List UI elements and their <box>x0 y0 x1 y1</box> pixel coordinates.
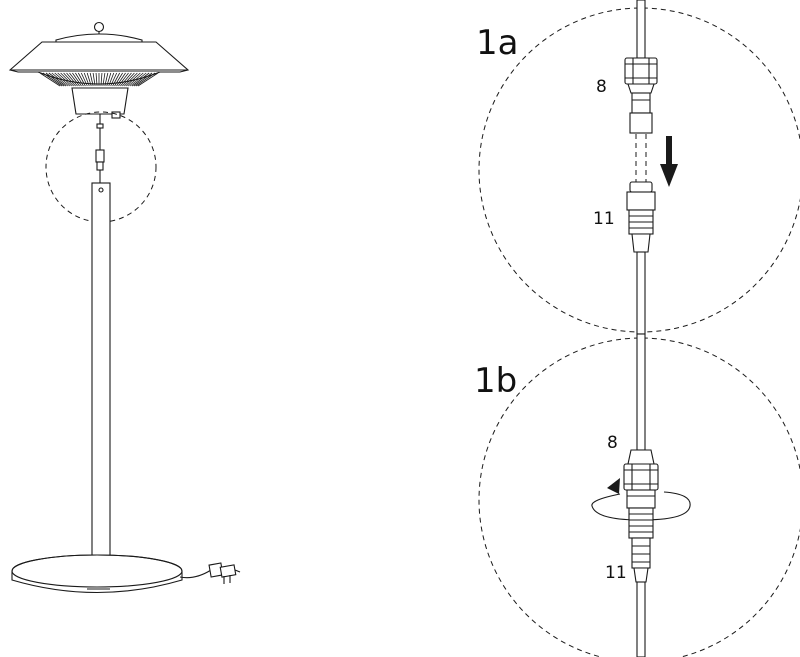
step-1a-detail: 1a 8 <box>476 0 800 335</box>
heater-hood <box>8 41 190 73</box>
grille-line <box>80 72 88 87</box>
grille-line <box>66 72 78 87</box>
power-plug <box>179 562 241 584</box>
grille-line <box>110 72 118 87</box>
grille-line <box>118 72 129 87</box>
heater-grille <box>37 71 161 87</box>
grille-line <box>92 72 96 87</box>
detail-circle <box>45 111 157 223</box>
down-arrow-icon <box>660 136 678 187</box>
part-label-8-b: 8 <box>607 433 618 453</box>
grille-line <box>122 72 135 87</box>
grille-line <box>126 72 141 87</box>
grille-line <box>60 72 74 87</box>
grille-line <box>77 72 86 87</box>
grille-line <box>42 72 63 87</box>
grille-line <box>57 72 72 87</box>
step-1b-label: 1b <box>474 361 517 401</box>
grille-line <box>131 72 150 87</box>
grille-line <box>104 72 109 87</box>
grille-line <box>86 72 92 87</box>
grille-line <box>112 72 121 87</box>
grille-line <box>116 72 126 87</box>
heater-top-knob <box>93 21 105 36</box>
part-label-11-a: 11 <box>593 209 615 229</box>
step-1a-label: 1a <box>476 23 518 63</box>
heater-housing <box>71 87 129 115</box>
grille-line <box>69 72 80 87</box>
heater-base <box>11 554 183 594</box>
grille-line <box>54 72 71 87</box>
patio-heater-illustration <box>8 21 241 594</box>
grille-line <box>72 72 82 87</box>
heater-pole <box>91 182 111 562</box>
grille-line <box>114 72 123 87</box>
grille-line <box>124 72 138 87</box>
grille-line <box>45 72 65 87</box>
grille-line <box>108 72 115 87</box>
grille-line <box>89 72 94 87</box>
grille-line <box>127 72 144 87</box>
grille-line <box>137 72 159 87</box>
connector-8-upper <box>624 57 658 134</box>
grille-line <box>95 72 98 87</box>
grille-line <box>75 72 84 87</box>
grille-line <box>83 72 90 87</box>
part-label-8-a: 8 <box>596 77 607 97</box>
housing-screw <box>111 111 121 119</box>
grille-line <box>102 72 106 87</box>
grille-line <box>51 72 69 87</box>
joined-connector <box>623 449 659 583</box>
grille-line <box>135 72 156 87</box>
grille-line <box>63 72 76 87</box>
grille-line <box>100 72 103 87</box>
grille-line <box>120 72 132 87</box>
step-1b-circle <box>478 337 800 657</box>
grille-line <box>39 72 61 87</box>
part-label-11-b: 11 <box>605 563 627 583</box>
step-1b-detail: 1b 8 11 <box>474 333 800 657</box>
connector-11-lower <box>626 181 656 253</box>
grille-line <box>48 72 67 87</box>
grille-line <box>129 72 147 87</box>
grille-line <box>106 72 112 87</box>
rotate-arrow-icon <box>607 478 620 494</box>
grille-line <box>133 72 153 87</box>
